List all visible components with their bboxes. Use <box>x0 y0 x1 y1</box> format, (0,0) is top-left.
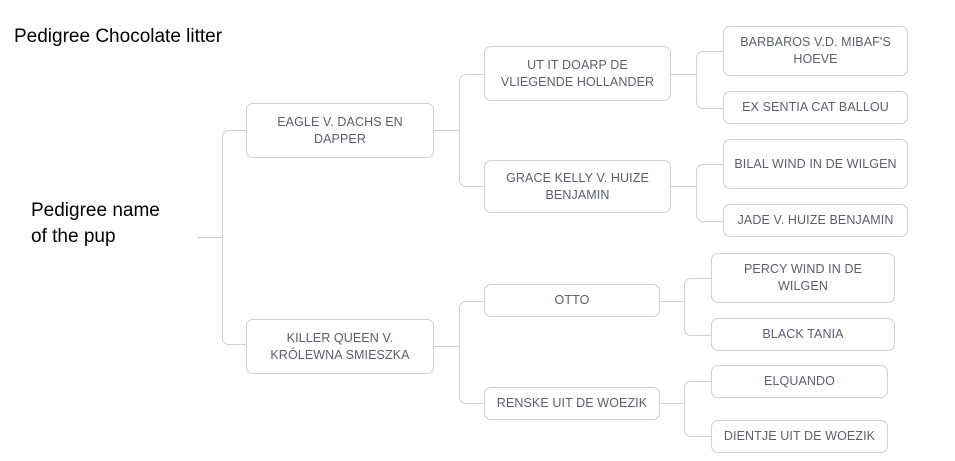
connector-dd-to-dam <box>698 436 711 437</box>
connector-sd-to-sire-elbow <box>696 164 712 173</box>
connector-dd-out <box>660 403 684 404</box>
connector-sire-trunk <box>459 82 460 178</box>
connector-ds-to-sire <box>698 278 711 279</box>
connector-ds-to-dam <box>698 335 711 336</box>
connector-ss-trunk <box>696 59 697 103</box>
connector-ds-to-sire-elbow <box>684 278 700 287</box>
node-sire-label: EAGLE V. DACHS EN DAPPER <box>277 114 403 146</box>
connector-dam-to-dd <box>473 403 485 404</box>
node-dam-sire-label: OTTO <box>554 293 590 307</box>
connector-ds-out <box>660 301 684 302</box>
node-ss-dam[interactable]: EX SENTIA CAT BALLOU <box>723 91 908 124</box>
node-dam-sire[interactable]: OTTO <box>484 284 660 317</box>
node-sd-dam[interactable]: JADE V. HUIZE BENJAMIN <box>723 204 908 237</box>
node-dam-dam-label: RENSKE UIT DE WOEZIK <box>496 396 648 410</box>
connector-ss-to-sire-elbow <box>696 51 712 60</box>
connector-sire-to-sd-elbow <box>459 178 475 187</box>
node-ss-dam-label: EX SENTIA CAT BALLOU <box>742 100 889 114</box>
connector-sd-to-dam-elbow <box>696 213 712 222</box>
root-node-label-line-2: of the pup <box>31 226 116 247</box>
connector-root-to-sire-elbow <box>222 130 238 139</box>
connector-dd-to-sire-elbow <box>684 381 700 390</box>
root-node-label-line-1: Pedigree name <box>31 200 160 221</box>
connector-ss-out <box>671 74 696 75</box>
node-sd-sire-label: BILAL WIND IN DE WILGEN <box>734 156 897 171</box>
node-sd-sire[interactable]: BILAL WIND IN DE WILGEN <box>723 139 908 189</box>
node-sire-dam[interactable]: GRACE KELLY V. HUIZE BENJAMIN <box>484 160 671 213</box>
node-dd-sire[interactable]: ELQUANDO <box>711 365 888 398</box>
node-ss-sire[interactable]: BARBAROS V.D. MIBAF'S HOEVE <box>723 26 908 76</box>
connector-dam-trunk <box>459 309 460 395</box>
node-sire[interactable]: EAGLE V. DACHS EN DAPPER <box>246 103 434 158</box>
node-sire-sire-label: UT IT DOARP DE VLIEGENDE HOLLANDER <box>500 57 655 89</box>
connector-sire-to-ss-elbow <box>459 74 475 83</box>
connector-root-trunk <box>222 138 223 337</box>
node-dam[interactable]: KILLER QUEEN V. KRÓLEWNA SMIESZKA <box>246 319 434 374</box>
connector-sire-out <box>434 130 459 131</box>
connector-sire-to-sd <box>473 186 485 187</box>
node-sd-dam-label: JADE V. HUIZE BENJAMIN <box>737 213 894 227</box>
node-dam-dam[interactable]: RENSKE UIT DE WOEZIK <box>484 387 660 420</box>
root-node-label: Pedigree name of the pup <box>31 198 201 250</box>
connector-ds-trunk <box>684 286 685 330</box>
connector-ss-to-dam <box>710 108 724 109</box>
connector-dam-to-ds <box>473 301 485 302</box>
node-ss-sire-label: BARBAROS V.D. MIBAF'S HOEVE <box>740 35 891 66</box>
connector-sd-trunk <box>696 172 697 216</box>
connector-ds-to-dam-elbow <box>684 327 700 336</box>
connector-dd-to-dam-elbow <box>684 428 700 437</box>
connector-root-to-dam-elbow <box>222 336 238 345</box>
connector-root-to-dam <box>236 344 247 345</box>
connector-dam-to-dd-elbow <box>459 395 475 404</box>
node-ds-dam[interactable]: BLACK TANIA <box>711 318 895 351</box>
connector-dd-trunk <box>684 389 685 431</box>
connector-ss-to-sire <box>710 51 724 52</box>
node-dd-sire-label: ELQUANDO <box>764 374 835 388</box>
connector-root-to-sire <box>236 130 247 131</box>
node-sire-sire[interactable]: UT IT DOARP DE VLIEGENDE HOLLANDER <box>484 46 671 101</box>
connector-dam-out <box>434 346 459 347</box>
node-ds-dam-label: BLACK TANIA <box>762 327 844 341</box>
node-dd-dam-label: DIENTJE UIT DE WOEZIK <box>723 429 876 443</box>
node-ds-sire[interactable]: PERCY WIND IN DE WILGEN <box>711 253 895 303</box>
node-dam-label: KILLER QUEEN V. KRÓLEWNA SMIESZKA <box>270 330 410 362</box>
page-title: Pedigree Chocolate litter <box>14 26 223 47</box>
connector-sire-to-ss <box>473 74 485 75</box>
connector-sd-to-sire <box>710 164 724 165</box>
connector-dam-to-ds-elbow <box>459 301 475 310</box>
node-ds-sire-label: PERCY WIND IN DE WILGEN <box>743 262 863 293</box>
node-sire-dam-label: GRACE KELLY V. HUIZE BENJAMIN <box>506 170 649 202</box>
connector-root-stub <box>198 237 223 238</box>
connector-sd-to-dam <box>710 221 724 222</box>
connector-sd-out <box>671 186 696 187</box>
connector-dd-to-sire <box>698 381 711 382</box>
node-dd-dam[interactable]: DIENTJE UIT DE WOEZIK <box>711 420 888 453</box>
connector-ss-to-dam-elbow <box>696 100 712 109</box>
